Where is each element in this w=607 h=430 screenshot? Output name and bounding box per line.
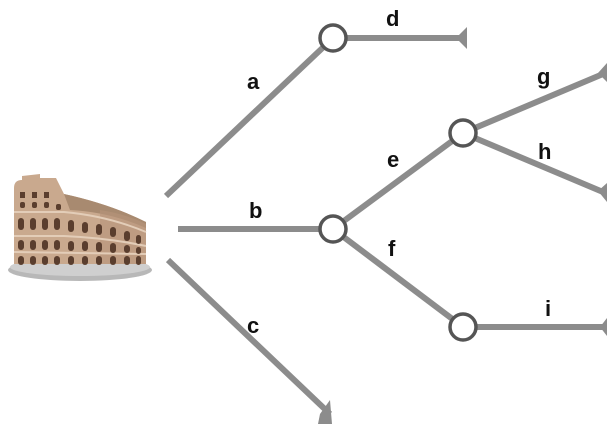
label-i: i <box>545 296 551 321</box>
tip-d <box>456 27 467 49</box>
label-f: f <box>388 236 396 261</box>
tip-i <box>600 318 607 336</box>
node-3 <box>448 118 478 148</box>
label-b: b <box>249 198 262 223</box>
edge-g <box>461 71 605 136</box>
edge-c <box>165 257 333 417</box>
node-2 <box>318 214 348 244</box>
colosseum-icon <box>8 174 152 281</box>
edge-f <box>331 226 465 330</box>
label-g: g <box>537 64 550 89</box>
node-1 <box>318 23 348 53</box>
label-e: e <box>387 147 399 172</box>
edge-a <box>163 35 336 199</box>
edge-e <box>331 130 465 232</box>
label-d: d <box>386 6 399 31</box>
tip-g <box>598 63 607 82</box>
tip-h <box>598 183 607 202</box>
label-a: a <box>247 69 260 94</box>
tip-c <box>318 400 332 424</box>
edge-h <box>461 130 605 195</box>
node-4 <box>448 312 478 342</box>
label-h: h <box>538 139 551 164</box>
label-c: c <box>247 313 259 338</box>
